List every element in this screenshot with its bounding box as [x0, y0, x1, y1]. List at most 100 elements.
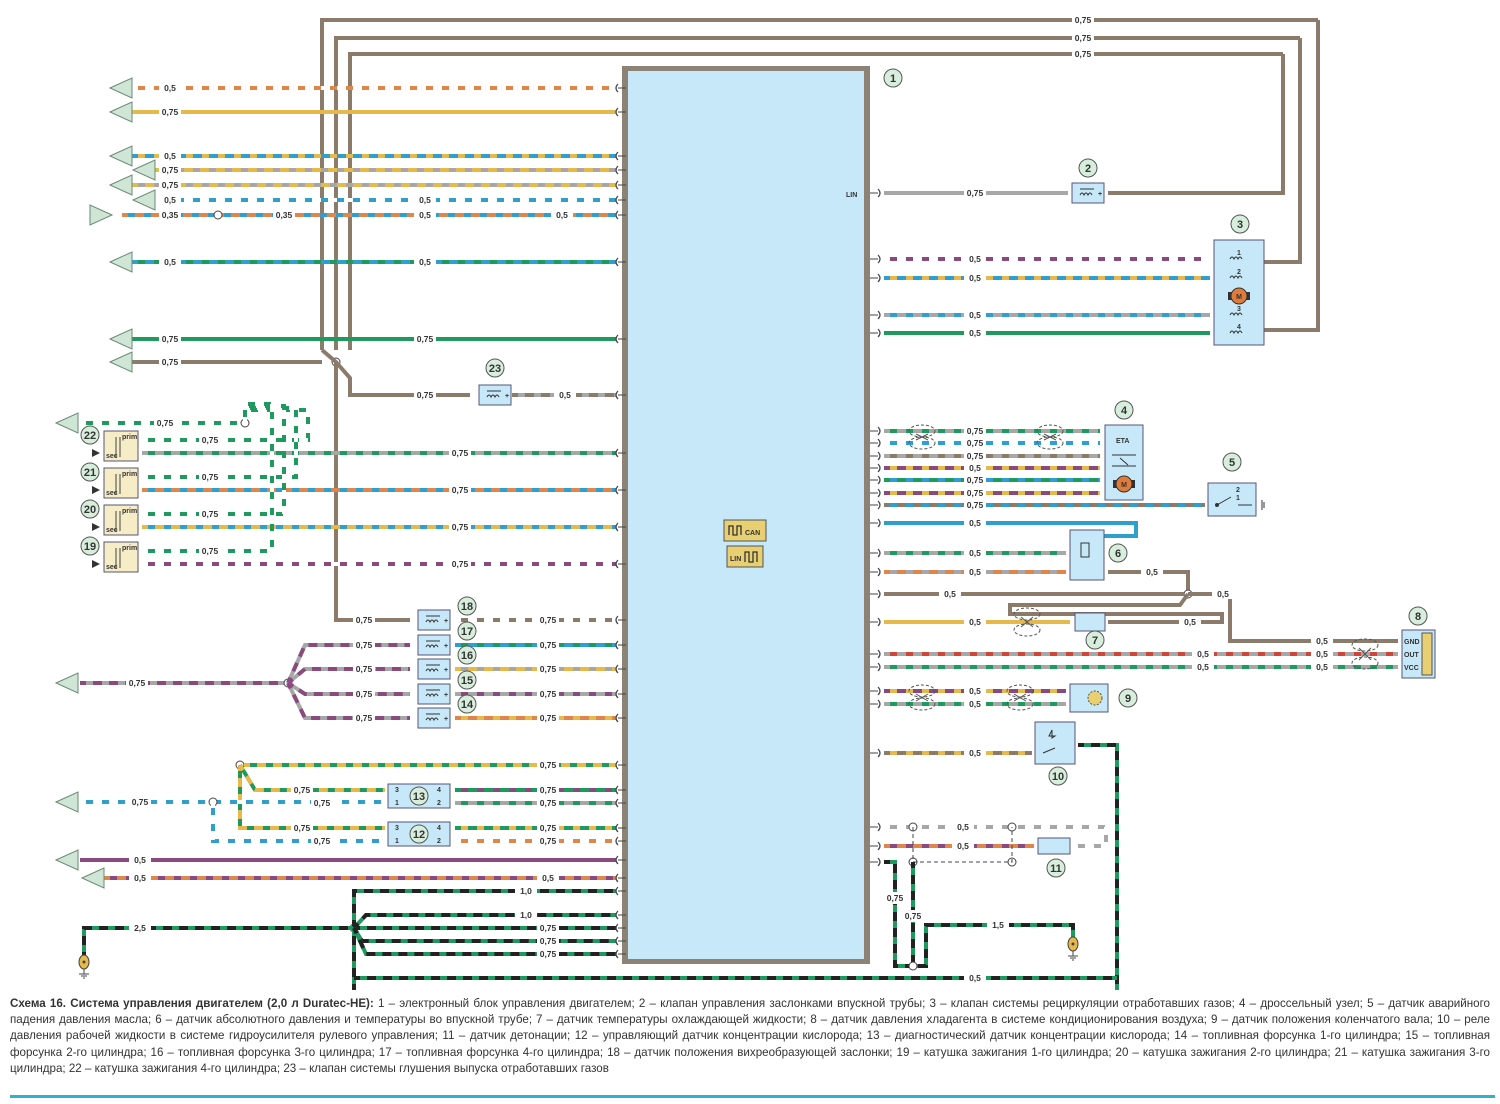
wire-gauge-label: 0,75 [132, 797, 149, 807]
label-bg [159, 179, 181, 190]
wire-gauge-label: 0,5 [134, 855, 146, 865]
component-number: 15 [461, 675, 473, 687]
coil-prim-label: prim [122, 471, 137, 478]
wire-gauge-label: 0,5 [559, 390, 571, 400]
connector-pin-icon [615, 949, 619, 959]
component-number: 13 [413, 791, 425, 803]
twist-line [915, 693, 929, 702]
coil-prim-label: prim [122, 434, 137, 441]
connector-pin-icon [615, 485, 619, 495]
wire-gauge-label: 0,5 [944, 589, 956, 599]
coil-icon [425, 644, 439, 649]
wire-gauge-label: 1,5 [992, 920, 1004, 930]
wire-stripe [142, 404, 286, 516]
egr-pin: 1 [1237, 250, 1241, 257]
sensor-element-icon [1421, 632, 1433, 676]
wire-base [320, 18, 1300, 350]
label-bg [537, 688, 559, 699]
ground-wire-5 [352, 927, 616, 956]
connector-pin-icon [615, 180, 619, 190]
label-bg [964, 425, 986, 436]
caption-text: 1 – электронный блок управления двигател… [10, 997, 1490, 1075]
injector-14 [417, 707, 451, 729]
throttle-plate-icon [1112, 454, 1136, 467]
wire-gauge-label: 0,75 [129, 678, 146, 688]
wire-gauge-label: 0,75 [202, 472, 219, 482]
crankshaft-sensor-9-badge [1118, 688, 1138, 708]
wire-gauge-label: 0,5 [164, 151, 176, 161]
ps-ground-wire [1078, 743, 1119, 990]
ps-pressure-switch-10-badge [1048, 766, 1068, 786]
coil-primary-wire [142, 402, 274, 553]
wire-base [1108, 570, 1190, 594]
label-bg [1311, 635, 1333, 646]
top-bus-label: 0,75 [1075, 33, 1092, 43]
wire-base [320, 348, 470, 397]
wire-stripe [352, 913, 616, 930]
connector-pin-icon [877, 686, 881, 696]
wire-gauge-label: 0,5 [1316, 636, 1328, 646]
label-bg [199, 471, 221, 482]
transformer-icon [115, 511, 121, 531]
label-bg [414, 194, 436, 205]
coil-icon [1229, 275, 1243, 280]
wire-stripe [211, 802, 385, 843]
transformer-icon [115, 548, 121, 568]
label-bg [515, 909, 537, 920]
motor-icon [1230, 287, 1248, 305]
component-number: 16 [461, 650, 473, 662]
label-bg [964, 685, 986, 696]
wire-gauge-label: 0,75 [452, 559, 469, 569]
label-bg [551, 209, 573, 220]
injector-number-badge [457, 596, 477, 616]
connector-pin-icon [877, 310, 881, 320]
map-sensor-6 [1069, 529, 1105, 581]
component-number: 10 [1052, 771, 1064, 783]
label-bg [414, 209, 436, 220]
coil-sec-label: sec [106, 453, 118, 460]
coil-icon [486, 394, 500, 399]
top-bus-label: 0,75 [1075, 15, 1092, 25]
twisted-pair-icon [1013, 607, 1041, 621]
wire-stripe [286, 682, 410, 720]
wire-gauge-label: 0,5 [969, 617, 981, 627]
wire-gauge-label: 0,75 [162, 107, 179, 117]
ecu-block [628, 71, 864, 959]
wire-gauge-label: 0,75 [540, 760, 557, 770]
label-bg [449, 521, 471, 532]
label-bg [537, 835, 559, 846]
wire-gauge-label: 0,75 [967, 500, 984, 510]
connector-pin-icon [877, 426, 881, 436]
label-bg [1192, 661, 1214, 672]
wire-base [82, 926, 354, 958]
wire-gauge-label: 0,5 [969, 973, 981, 983]
wire-gauge-label: 0,75 [540, 836, 557, 846]
plus-sign: + [505, 393, 509, 400]
injector-number-badge [457, 670, 477, 690]
plus-sign: + [444, 692, 448, 699]
connector-pin-icon [877, 567, 881, 577]
plus-sign: + [444, 643, 448, 650]
wire-gauge-label: 0,75 [202, 509, 219, 519]
transformer-icon [115, 474, 121, 494]
wire-stripe [142, 408, 310, 442]
component-number: 17 [461, 626, 473, 638]
injector-number-badge [457, 645, 477, 665]
label-bg [537, 822, 559, 833]
label-bg [414, 333, 436, 344]
splice-node-icon [908, 961, 918, 971]
wire-gauge-label: 2,5 [134, 923, 146, 933]
injector18-feed-wire [334, 362, 410, 622]
wire-gauge-label: 0,5 [1146, 567, 1158, 577]
wire-gauge-label: 0,5 [1217, 589, 1229, 599]
connector-arrow-icon [131, 159, 156, 181]
wire-gauge-label: 0,35 [276, 210, 293, 220]
wire-gauge-label: 0,5 [556, 210, 568, 220]
label-bg [159, 106, 181, 117]
egr-pin: 4 [1237, 324, 1241, 331]
label-bg [159, 82, 181, 93]
ignition-coil-22 [103, 430, 139, 462]
motor-letter: M [1121, 482, 1127, 489]
plus-sign: + [1098, 191, 1102, 198]
wire-gauge-label: 0,75 [162, 334, 179, 344]
